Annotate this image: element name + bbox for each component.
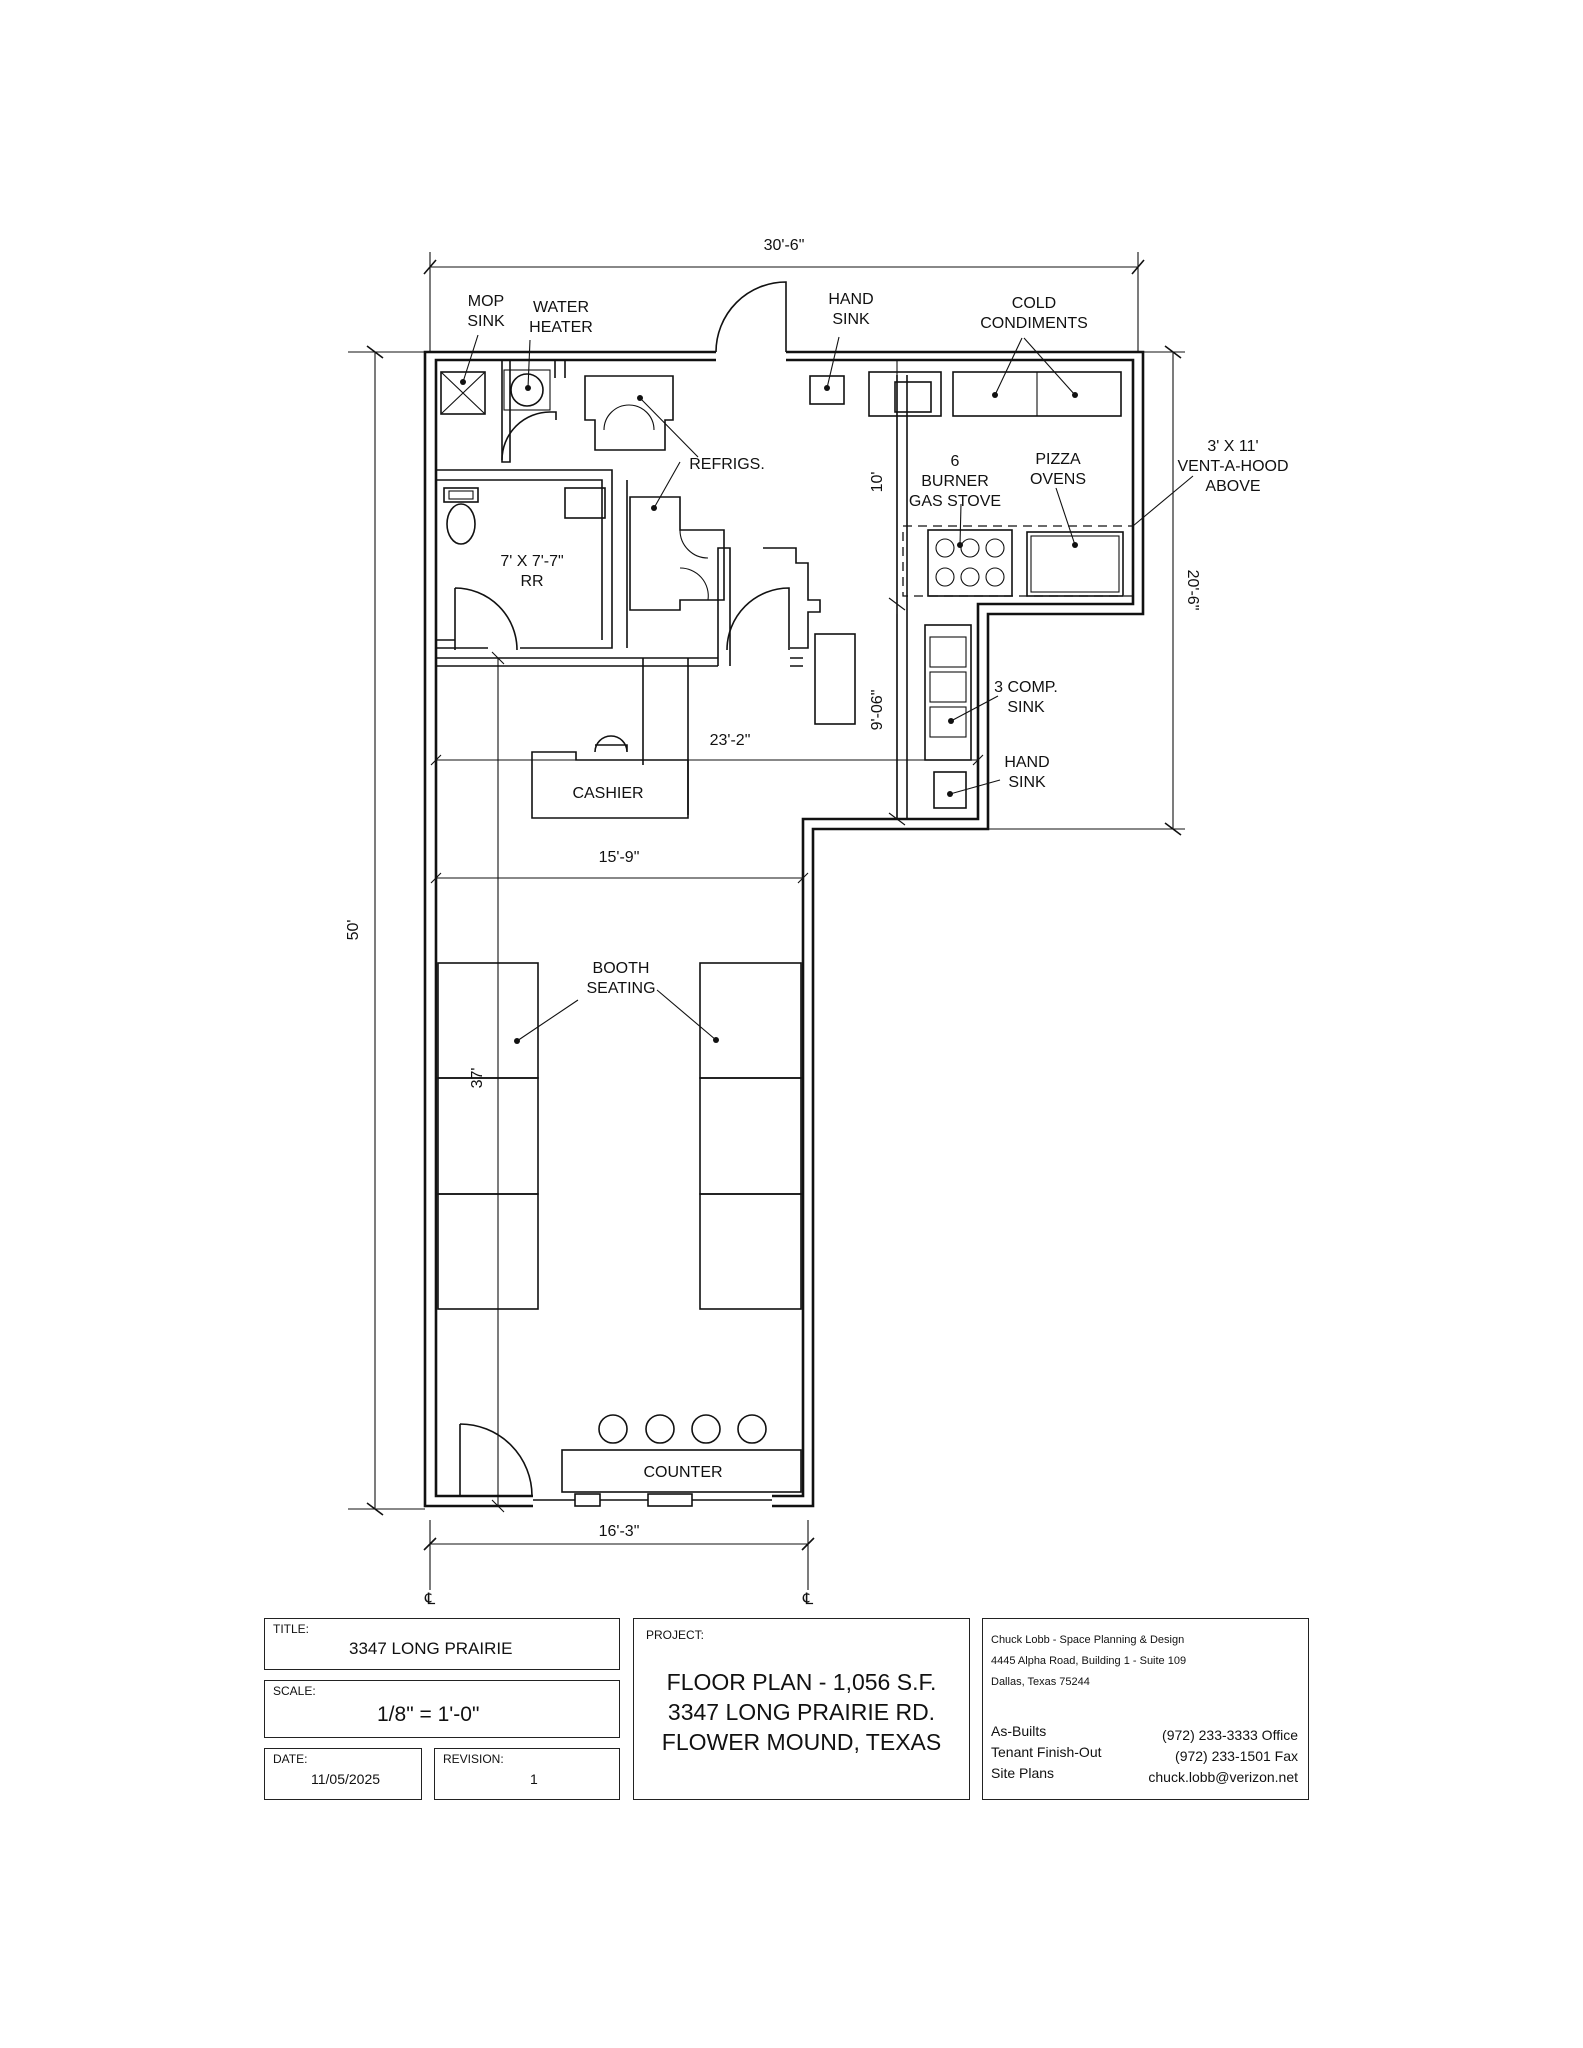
- label-cashier: CASHIER: [572, 785, 643, 802]
- email-address: chuck.lobb@verizon.net: [1148, 1769, 1298, 1785]
- dim-dining-width: 15'-9": [599, 849, 640, 866]
- contact-info: (972) 233-3333 Office (972) 233-1501 Fax…: [1148, 1725, 1298, 1788]
- title-caption: TITLE:: [273, 1622, 310, 1636]
- date-box: DATE: 11/05/2025: [264, 1748, 422, 1800]
- service-item: Tenant Finish-Out: [991, 1744, 1102, 1760]
- services-list: As-Builts Tenant Finish-Out Site Plans: [991, 1721, 1102, 1784]
- dimension-text: 30'-6" 50' 20'-6" 10' 9'-06" 23'-2" 15'-…: [345, 237, 1201, 1608]
- dim-overall-depth: 50': [345, 920, 362, 941]
- fixtures: [437, 369, 1134, 1493]
- title-value: 3347 LONG PRAIRIE: [349, 1639, 513, 1658]
- project-line: 3347 LONG PRAIRIE RD.: [667, 1699, 936, 1725]
- phone-fax: (972) 233-1501 Fax: [1175, 1748, 1298, 1764]
- service-item: Site Plans: [991, 1765, 1055, 1781]
- phone-office: (972) 233-3333 Office: [1162, 1727, 1298, 1743]
- date-value: 11/05/2025: [311, 1771, 381, 1787]
- centerline-mark-left: ℄: [424, 1591, 436, 1608]
- revision-box: REVISION: 1: [434, 1748, 620, 1800]
- service-item: As-Builts: [991, 1723, 1047, 1739]
- dim-sink-line: 9'-06": [869, 690, 886, 731]
- dim-mid-width: 23'-2": [710, 732, 751, 749]
- project-description: FLOOR PLAN - 1,056 S.F. 3347 LONG PRAIRI…: [634, 1667, 969, 1757]
- project-caption: PROJECT:: [646, 1628, 705, 1642]
- exterior-walls: [423, 350, 1145, 1508]
- dim-overall-width: 30'-6": [764, 237, 805, 254]
- revision-value: 1: [530, 1771, 538, 1787]
- firm-line: 4445 Alpha Road, Building 1 - Suite 109: [991, 1655, 1187, 1667]
- firm-line: Chuck Lobb - Space Planning & Design: [991, 1634, 1185, 1646]
- label-refrigs: REFRIGS.: [689, 456, 765, 473]
- revision-caption: REVISION:: [443, 1752, 504, 1766]
- date-caption: DATE:: [273, 1752, 308, 1766]
- project-line: FLOOR PLAN - 1,056 S.F.: [666, 1669, 937, 1695]
- dim-front-width: 16'-3": [599, 1523, 640, 1540]
- dim-kitchen-depth: 20'-6": [1184, 570, 1201, 611]
- dimension-lines: [348, 252, 1185, 1590]
- firm-info: Chuck Lobb - Space Planning & Design 444…: [991, 1630, 1186, 1693]
- scale-box: SCALE: 1/8" = 1'-0": [264, 1680, 620, 1738]
- project-box: PROJECT: FLOOR PLAN - 1,056 S.F. 3347 LO…: [633, 1618, 970, 1800]
- scale-caption: SCALE:: [273, 1684, 316, 1698]
- label-leaders: [460, 334, 1194, 1044]
- label-3-comp-sink: 3 COMP.SINK: [994, 679, 1058, 716]
- title-box: TITLE: 3347 LONG PRAIRIE: [264, 1618, 620, 1670]
- project-line: FLOWER MOUND, TEXAS: [661, 1729, 942, 1755]
- firm-line: Dallas, Texas 75244: [991, 1676, 1090, 1688]
- doors: [454, 281, 790, 1497]
- label-counter: COUNTER: [643, 1464, 722, 1481]
- interior-partitions: [436, 360, 908, 819]
- firm-box: Chuck Lobb - Space Planning & Design 444…: [982, 1618, 1309, 1800]
- dim-dining-depth: 37': [469, 1068, 486, 1089]
- centerline-mark-right: ℄: [802, 1591, 814, 1608]
- label-restroom: 7' X 7'-7"RR: [500, 553, 563, 590]
- dim-kitchen-line: 10': [869, 472, 886, 493]
- scale-value: 1/8" = 1'-0": [377, 1703, 480, 1726]
